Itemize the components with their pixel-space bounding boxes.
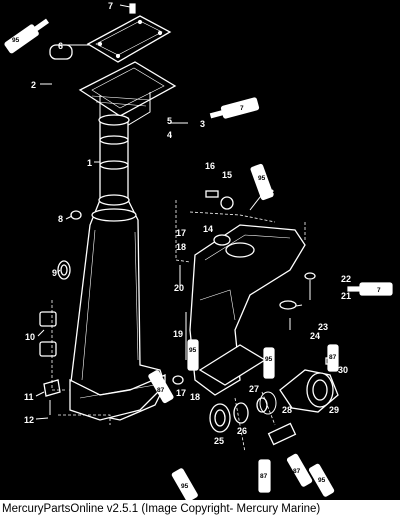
callout-10: 10: [25, 332, 35, 342]
tube-label: 87: [260, 473, 268, 480]
lube-tube-7-a: [209, 97, 260, 119]
callout-11: 11: [24, 392, 34, 402]
tube-label: 87: [157, 387, 165, 394]
tube-label: 95: [265, 356, 273, 363]
tube-label: 95: [189, 347, 197, 354]
callout-7-top: 7: [108, 1, 113, 11]
lube-tube-95-d: [263, 347, 275, 379]
callout-23: 23: [318, 322, 328, 332]
callout-22: 22: [341, 274, 351, 284]
guide-lines: [51, 200, 306, 453]
lube-tube-95-c: [187, 339, 199, 371]
callout-29: 29: [329, 405, 339, 415]
exploded-parts-diagram: 95 7 7 95 87 95 95 7 87 95 87 87 95 7 6 …: [4, 1, 393, 500]
callout-21: 21: [341, 291, 351, 301]
callout-27: 27: [249, 384, 259, 394]
callout-1: 1: [87, 158, 92, 168]
leader-lines: [35, 4, 303, 420]
callout-3: 3: [200, 119, 205, 129]
callout-17-a: 17: [176, 228, 186, 238]
top-cover-plate: [86, 3, 172, 63]
tube-label: 87: [293, 468, 301, 475]
callout-12: 12: [24, 415, 34, 425]
callout-16: 16: [205, 161, 215, 171]
callout-24: 24: [310, 331, 320, 341]
tube-label: 87: [329, 354, 337, 361]
callout-2: 2: [31, 80, 36, 90]
driveshaft-housing: [69, 114, 166, 421]
tube-label: 95: [181, 483, 189, 490]
right-small-parts: [172, 190, 339, 446]
lube-tube-7-b: [347, 282, 393, 296]
lube-tubes: [4, 18, 393, 500]
callout-28: 28: [282, 405, 292, 415]
callout-13: 13: [264, 188, 274, 198]
tube-label: 7: [377, 287, 381, 294]
lube-tube-87-d: [286, 453, 313, 487]
callout-26: 26: [237, 426, 247, 436]
gearcase: [189, 224, 306, 396]
copyright-caption: MercuryPartsOnline v2.5.1 (Image Copyrig…: [0, 500, 400, 518]
tube-label: 95: [318, 477, 326, 484]
lube-tube-87-b: [327, 344, 339, 372]
callout-5: 5: [167, 116, 172, 126]
lube-tube-87-c: [258, 459, 271, 493]
callout-9: 9: [52, 268, 57, 278]
tube-label-group: 95 7 7 95 87 95 95 7 87 95 87 87 95: [12, 37, 381, 490]
tube-label: 7: [240, 105, 244, 112]
tube-label: 95: [12, 37, 20, 44]
lube-tube-95-a: [4, 18, 50, 54]
lube-tube-87-a: [148, 370, 174, 404]
callout-25: 25: [214, 436, 224, 446]
callout-group: 7 6 2 3 5 4 1 8 9 10 11 12 13 14 15 16 1…: [24, 1, 351, 446]
callout-14: 14: [203, 224, 213, 234]
callout-6: 6: [58, 41, 63, 51]
callout-4: 4: [167, 130, 172, 140]
callout-18-b: 18: [190, 392, 200, 402]
callout-20: 20: [174, 283, 184, 293]
tube-label: 95: [258, 175, 266, 182]
callout-17-b: 17: [176, 388, 186, 398]
callout-18-a: 18: [176, 242, 186, 252]
lube-tube-95-f: [308, 463, 335, 497]
callout-30: 30: [338, 365, 348, 375]
lube-tube-95-e: [171, 468, 198, 500]
callout-19: 19: [173, 329, 183, 339]
callout-8: 8: [58, 214, 63, 224]
lube-tube-95-b: [250, 163, 274, 201]
callout-15: 15: [222, 170, 232, 180]
